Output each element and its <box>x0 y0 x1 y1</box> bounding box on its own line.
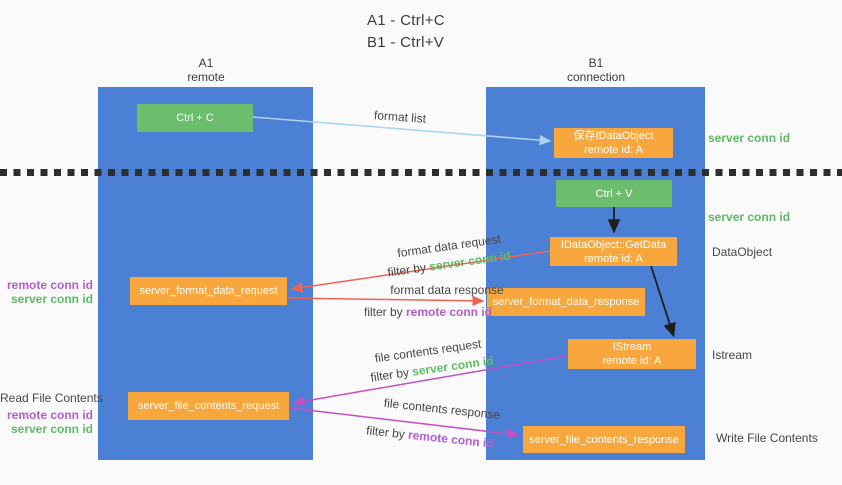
title-line-1: A1 - Ctrl+C <box>367 12 445 29</box>
left-read-file-contents: Read File Contents <box>0 391 103 405</box>
lane-a-title: A1 <box>198 56 214 70</box>
node-save-idataobject-line1: 保存IDataObject <box>573 130 654 142</box>
side-server-conn-id-top: server conn id <box>708 131 791 145</box>
filter-by-text: filter by <box>363 305 406 319</box>
node-server-file-contents-response: server_file_contents_response <box>523 426 685 453</box>
left-read-file-contents-block: Read File Contents remote conn id server… <box>0 391 103 436</box>
node-server-format-data-request-label: server_format_data_request <box>139 285 278 297</box>
node-server-format-data-response-label: server_format_data_response <box>492 296 640 308</box>
node-save-idataobject: 保存IDataObject remote id: A <box>554 128 673 158</box>
label-filter-by-remote-conn-id-1: filter by remote conn id <box>364 305 492 319</box>
node-idataobject-getdata: IDataObject::GetData remote id: A <box>550 237 677 266</box>
format-list-arrow <box>252 116 552 146</box>
node-server-file-contents-response-label: server_file_contents_response <box>529 433 679 446</box>
node-server-format-data-response: server_format_data_response <box>487 288 645 316</box>
node-idataobject-getdata-line2: remote id: A <box>584 252 643 265</box>
node-ctrl-v-label: Ctrl + V <box>595 187 633 200</box>
node-save-idataobject-line2: remote id: A <box>584 144 643 156</box>
lane-b-subtitle: connection <box>566 70 626 84</box>
node-ctrl-c: Ctrl + C <box>137 104 253 132</box>
file-contents-request-arrow <box>292 355 567 407</box>
side-istream: Istream <box>712 348 753 362</box>
node-ctrl-v: Ctrl + V <box>556 180 672 207</box>
remote-conn-id-text: remote conn id <box>406 305 493 319</box>
side-server-conn-id-mid: server conn id <box>708 210 791 224</box>
node-istream-line2: remote id: A <box>602 355 662 367</box>
left-server-conn-id-1: server conn id <box>10 292 93 306</box>
side-dataobject: DataObject <box>712 245 773 259</box>
format-data-request-arrow <box>290 250 551 293</box>
node-idataobject-getdata-line1: IDataObject::GetData <box>560 238 667 251</box>
node-server-file-contents-request-label: server_file_contents_request <box>137 400 280 412</box>
lane-a-subtitle: remote <box>187 70 225 84</box>
label-format-data-response-text: format data response <box>390 283 504 297</box>
lane-b-title: B1 <box>588 56 604 70</box>
lane-a-header: A1 remote <box>98 56 314 84</box>
node-ctrl-c-label: Ctrl + C <box>176 112 214 124</box>
node-istream-line1: IStream <box>612 341 652 353</box>
node-server-file-contents-request: server_file_contents_request <box>128 392 289 420</box>
node-istream: IStream remote id: A <box>568 339 696 369</box>
file-contents-response-arrow <box>289 407 520 439</box>
lane-b-header: B1 connection <box>488 56 704 84</box>
format-data-response-arrow <box>287 295 485 307</box>
left-remote-conn-id-1: remote conn id <box>6 278 93 292</box>
page-title: A1 - Ctrl+C B1 - Ctrl+V <box>367 10 445 54</box>
session-divider-dotted-line <box>0 169 842 176</box>
getdata-to-istream-arrow <box>650 265 676 338</box>
left-server-conn-id-2: server conn id <box>10 422 93 436</box>
side-write-file-contents: Write File Contents <box>716 431 818 445</box>
node-server-format-data-request: server_format_data_request <box>130 277 287 305</box>
title-line-2: B1 - Ctrl+V <box>367 34 445 51</box>
label-format-data-response: format data response <box>390 283 503 297</box>
left-conn-ids-1: remote conn id server conn id <box>0 278 93 306</box>
left-remote-conn-id-2: remote conn id <box>6 408 93 422</box>
